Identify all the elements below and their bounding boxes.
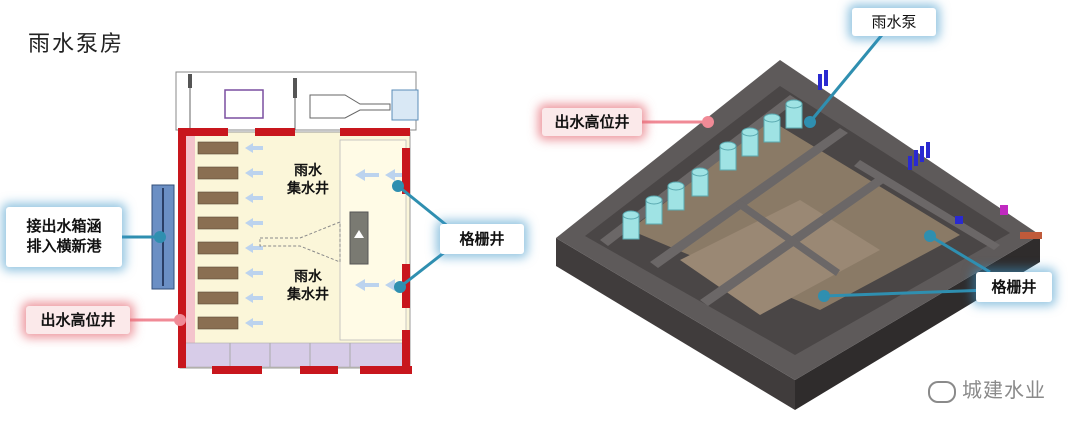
model-3d [556,29,1042,410]
grille-well-callout-3d: 格栅井 [976,272,1052,302]
outlet-tower-callout: 出水高位井 [26,306,130,334]
pump-row [197,141,239,330]
floor-plan [120,71,451,374]
outlet-callout: 接出水箱涵 排入横新港 [6,207,122,267]
outlet-tower-callout-3d: 出水高位井 [542,108,642,136]
pump-callout: 雨水泵 [852,8,936,36]
wall-segments [178,128,412,374]
watermark: 城建水业 [928,374,1046,403]
wechat-icon [928,380,956,403]
collection-well-upper-label: 雨水 集水井 [287,163,329,197]
watermark-text: 城建水业 [962,378,1046,402]
page-title: 雨水泵房 [28,32,125,57]
grille-well-callout-plan: 格栅井 [440,224,524,254]
pump-cylinders [622,99,803,240]
collection-well-lower-label: 雨水 集水井 [287,269,329,303]
